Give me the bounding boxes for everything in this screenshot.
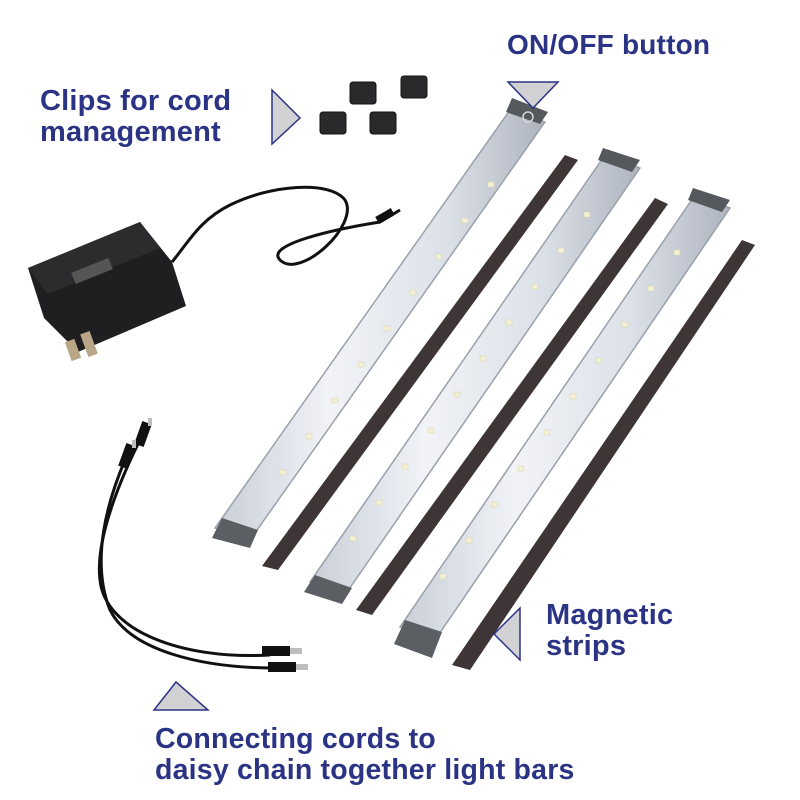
- cords-pointer-icon: [152, 680, 210, 711]
- cord-clips: [319, 75, 428, 135]
- cord-tips: [132, 418, 308, 670]
- light-bar-2: [304, 148, 642, 604]
- magnetic-strip-1: [262, 155, 578, 570]
- clips-pointer-icon: [271, 88, 302, 146]
- on-off-label: ON/OFF button: [507, 29, 711, 60]
- magnetic-label: Magnetic strips: [546, 599, 674, 663]
- light-bar-3: [394, 188, 732, 658]
- leds: [279, 181, 681, 580]
- clips-label-line1: Clips for cord: [40, 85, 232, 117]
- on-off-label-line1: ON/OFF button: [507, 29, 711, 60]
- magnetic-strip-2: [356, 198, 668, 615]
- clips-label-line2: management: [40, 116, 221, 149]
- on-off-button-icon: [522, 111, 534, 123]
- power-adapter: [28, 222, 186, 362]
- adapter-cord: [170, 185, 401, 266]
- clips-label: Clips for cord management: [40, 85, 232, 149]
- on-off-pointer-icon: [506, 81, 560, 110]
- light-bar-1: [212, 98, 548, 548]
- magnetic-pointer-icon: [492, 606, 521, 662]
- cords-label-line1: Connecting cords to: [155, 723, 436, 755]
- cord-connectors: [118, 421, 296, 672]
- cords-label: Connecting cords to daisy chain together…: [155, 724, 575, 786]
- cords-label-line2: daisy chain together light bars: [155, 753, 575, 786]
- magnetic-label-line1: Magnetic: [546, 599, 674, 631]
- magnetic-label-line2: strips: [546, 630, 627, 663]
- connecting-cords: [97, 439, 276, 670]
- magnetic-strip-3: [452, 240, 755, 670]
